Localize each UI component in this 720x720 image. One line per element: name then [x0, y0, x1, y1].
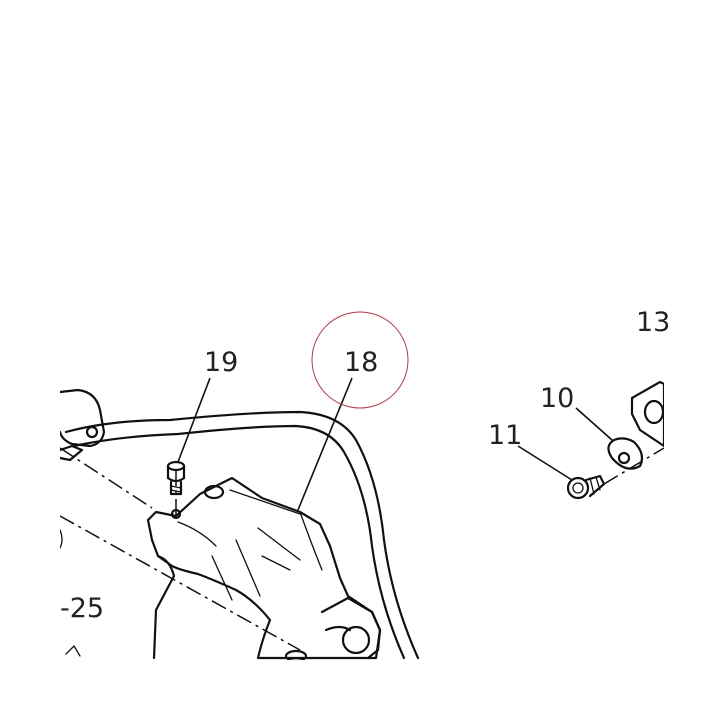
cover-part-18	[65, 476, 382, 663]
crop-mask-bottom	[0, 660, 720, 720]
callout-10: 10	[540, 383, 574, 414]
callout-13: 13	[636, 307, 670, 338]
callout-18: 18	[344, 347, 378, 378]
screw-part-11	[566, 474, 606, 500]
highlight-circle	[311, 311, 409, 409]
washer-part-10	[603, 437, 665, 485]
frame-bracket	[58, 388, 106, 549]
crop-mask-left	[0, 0, 60, 720]
leader-lines	[177, 377, 613, 511]
cable	[64, 410, 420, 660]
callout-19: 19	[204, 347, 238, 378]
callout-11: 11	[488, 420, 522, 451]
callout-25: -25	[60, 593, 104, 624]
screw-part-19	[166, 460, 186, 520]
right-bracket	[630, 380, 666, 448]
alignment-lines	[59, 447, 301, 651]
crop-mask-right	[664, 0, 720, 720]
